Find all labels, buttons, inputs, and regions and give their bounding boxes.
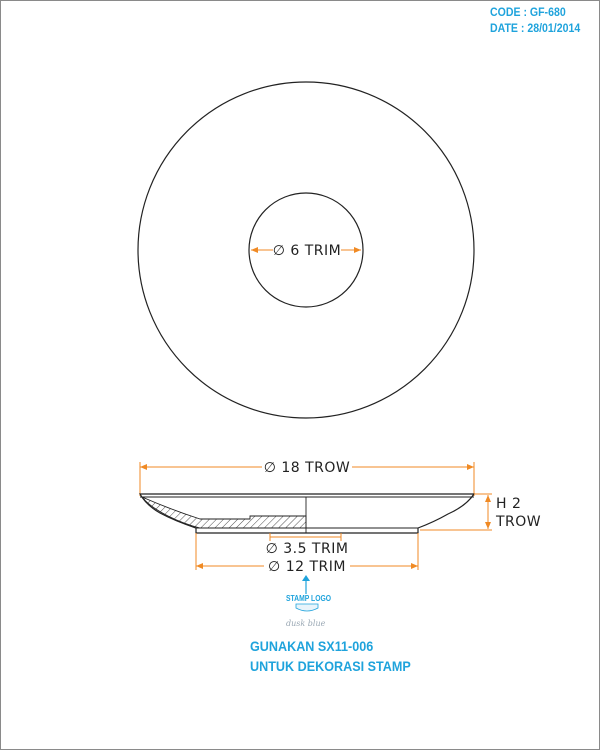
inner-hole-circle [248,192,364,308]
stamp-signature: dusk blue [286,619,326,628]
stamp-pointer [295,575,319,612]
stamp-logo-icon [295,603,319,612]
height-label-line1: H 2 [496,496,521,512]
stamp-arrow-head [302,575,310,581]
dish-profile-outline [138,493,476,534]
drawing-date: DATE : 28/01/2014 [490,21,581,35]
note-line-1: GUNAKAN SX11-006 [250,638,374,654]
title-block: CODE : GF-680 DATE : 28/01/2014 [490,4,580,36]
height-label-line2: TROW [495,514,541,530]
decoration-note: GUNAKAN SX11-006 UNTUK DEKORASI STAMP [250,636,411,676]
recess-diameter-label: ∅ 3.5 TRIM [266,541,349,557]
section-hatch [141,496,307,529]
side-view: ∅ 18 TROW H 2 TROW ∅ 3.5 TRIM ∅ 12 TRIM [138,460,541,575]
top-view: ∅ 6 TRIM [137,81,475,419]
note-line-2: UNTUK DEKORASI STAMP [250,658,411,674]
outer-rim-circle [137,81,475,419]
inner-diameter-label: ∅ 6 TRIM [273,243,342,259]
product-code: CODE : GF-680 [490,5,566,19]
base-diameter-label: ∅ 12 TRIM [268,559,346,575]
stamp-logo-label: STAMP LOGO [286,594,332,603]
outer-diameter-label: ∅ 18 TROW [264,460,351,476]
